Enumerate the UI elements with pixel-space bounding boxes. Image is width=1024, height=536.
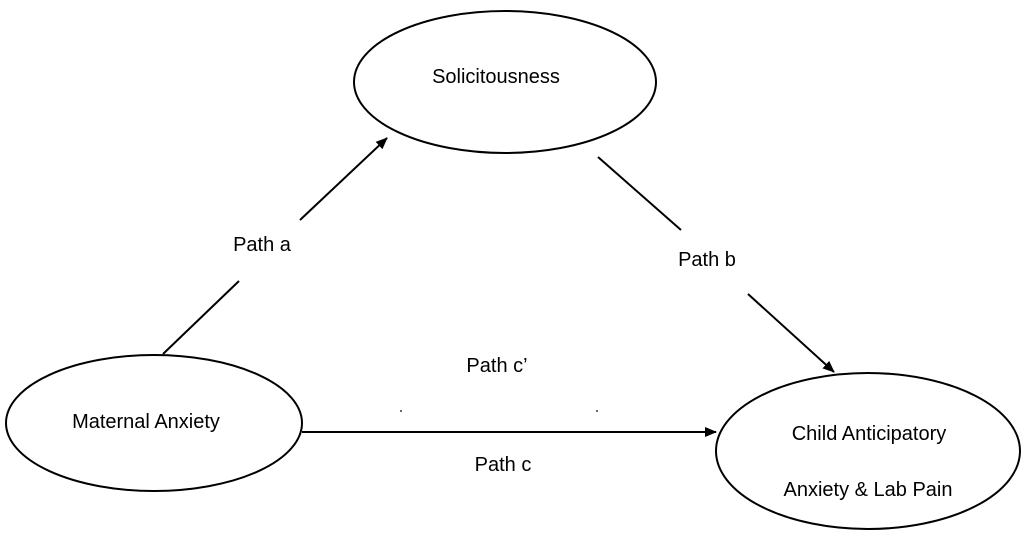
- node-child-outcome: Child Anticipatory Anxiety & Lab Pain: [715, 372, 1021, 530]
- stray-dot-right: [596, 410, 598, 412]
- edge-path-a: Path a: [162, 137, 388, 355]
- node-maternal-anxiety: Maternal Anxiety: [5, 354, 303, 492]
- edge-path-c: Path c’ Path c: [302, 355, 717, 476]
- edge-path-b-lower-segment: [747, 293, 835, 373]
- node-child-outcome-ellipse: [715, 372, 1021, 530]
- node-child-outcome-label-line2: Anxiety & Lab Pain: [784, 479, 953, 501]
- node-maternal-anxiety-label: Maternal Anxiety: [72, 411, 220, 433]
- node-solicitousness: Solicitousness: [353, 10, 657, 154]
- node-solicitousness-label: Solicitousness: [432, 66, 560, 88]
- edge-label-path-c-prime: Path c’: [466, 355, 527, 377]
- edge-path-b-upper-segment: [597, 156, 682, 231]
- edge-path-b: Path b: [597, 156, 835, 373]
- edge-label-path-b: Path b: [678, 249, 736, 271]
- edge-path-a-lower-segment: [162, 280, 240, 355]
- node-child-outcome-label-line1: Child Anticipatory: [792, 423, 947, 445]
- node-solicitousness-ellipse: [353, 10, 657, 154]
- node-maternal-anxiety-ellipse: [5, 354, 303, 492]
- edge-label-path-c: Path c: [475, 454, 532, 476]
- edge-path-a-upper-segment: [299, 137, 388, 221]
- edge-label-path-a: Path a: [233, 234, 292, 256]
- stray-dot-left: [400, 410, 402, 412]
